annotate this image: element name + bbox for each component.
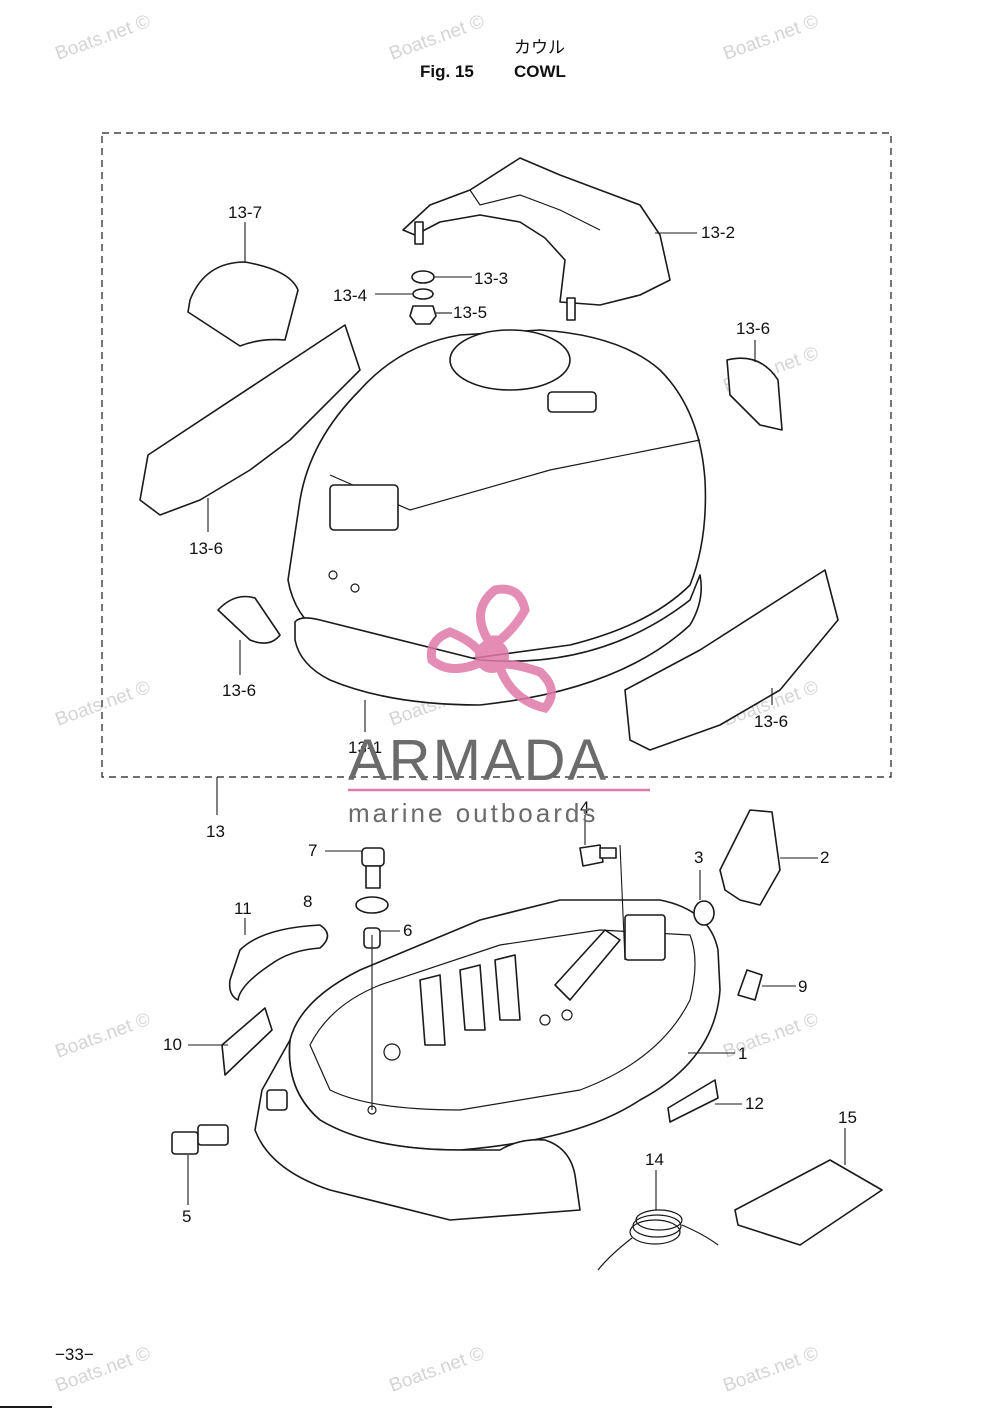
watermark-text: Boats.net © xyxy=(721,11,822,65)
label-15: 15 xyxy=(838,1108,857,1127)
watermark-text: Boats.net © xyxy=(53,677,154,731)
upper-cover-13-2 xyxy=(402,157,671,321)
decal-13-6-right-large xyxy=(624,569,839,751)
pad-13-7 xyxy=(187,261,299,347)
figure-number: Fig. 15 xyxy=(420,62,474,81)
spring-14 xyxy=(597,1209,719,1271)
label-12: 12 xyxy=(745,1094,764,1113)
label-13: 13 xyxy=(206,822,225,841)
label-10: 10 xyxy=(163,1035,182,1054)
seal-10 xyxy=(221,1007,273,1076)
washer-13-4 xyxy=(412,288,434,300)
washer-8 xyxy=(355,896,389,914)
label-4: 4 xyxy=(580,798,589,817)
armada-logo: ARMADA marine outboards xyxy=(348,584,650,828)
part-labels: 13-7 13-2 13-3 13-4 13-5 13-6 13-6 13-6 … xyxy=(163,203,857,1226)
washer-13-3 xyxy=(411,270,435,284)
title-japanese: カウル xyxy=(514,38,565,57)
logo-tagline: marine outboards xyxy=(348,798,598,828)
label-8: 8 xyxy=(303,892,312,911)
label-2: 2 xyxy=(820,848,829,867)
label-13-6: 13-6 xyxy=(754,712,788,731)
watermark-text: Boats.net © xyxy=(53,11,154,65)
label-13-6: 13-6 xyxy=(736,319,770,338)
seal-11 xyxy=(228,924,329,1001)
title-english: COWL xyxy=(514,62,566,81)
label-13-5: 13-5 xyxy=(453,303,487,322)
decal-13-6-right-small xyxy=(726,357,783,431)
label-13-6: 13-6 xyxy=(189,539,223,558)
label-13-2: 13-2 xyxy=(701,223,735,242)
latch-2 xyxy=(719,809,781,906)
decal-13-6-small xyxy=(217,595,281,644)
label-3: 3 xyxy=(694,848,703,867)
page-number: −33− xyxy=(55,1345,94,1364)
propeller-icon xyxy=(426,584,556,714)
watermark-text: Boats.net © xyxy=(721,1009,822,1063)
label-13-1: 13-1 xyxy=(348,738,382,757)
pad-9 xyxy=(737,969,763,1001)
watermark-text: Boats.net © xyxy=(387,11,488,65)
label-7: 7 xyxy=(308,841,317,860)
nut-13-5 xyxy=(409,305,437,325)
label-14: 14 xyxy=(645,1150,664,1169)
label-13-3: 13-3 xyxy=(474,269,508,288)
seal-12 xyxy=(667,1079,719,1123)
assembly-13-boundary xyxy=(101,132,892,778)
label-13-6: 13-6 xyxy=(222,681,256,700)
label-1: 1 xyxy=(738,1044,747,1063)
label-13-4: 13-4 xyxy=(333,286,367,305)
top-cowl-13 xyxy=(287,329,707,706)
bottom-cowl-1 xyxy=(254,899,721,1221)
label-9: 9 xyxy=(798,977,807,996)
grommet-5 xyxy=(171,1124,229,1155)
watermark-text: Boats.net © xyxy=(721,1343,822,1397)
label-11: 11 xyxy=(234,899,252,918)
bolt-7 xyxy=(361,847,385,889)
label-5: 5 xyxy=(182,1207,191,1226)
bushing-3 xyxy=(693,900,715,926)
label-6: 6 xyxy=(403,921,412,940)
leader-lines xyxy=(187,222,846,1210)
logo-name: ARMADA xyxy=(348,728,608,793)
watermark-text: Boats.net © xyxy=(387,1343,488,1397)
label-13-7: 13-7 xyxy=(228,203,262,222)
watermark-text: Boats.net © xyxy=(53,1009,154,1063)
bolt-4 xyxy=(579,844,617,867)
pouch-15 xyxy=(734,1159,883,1246)
decal-13-6-left xyxy=(139,324,361,516)
